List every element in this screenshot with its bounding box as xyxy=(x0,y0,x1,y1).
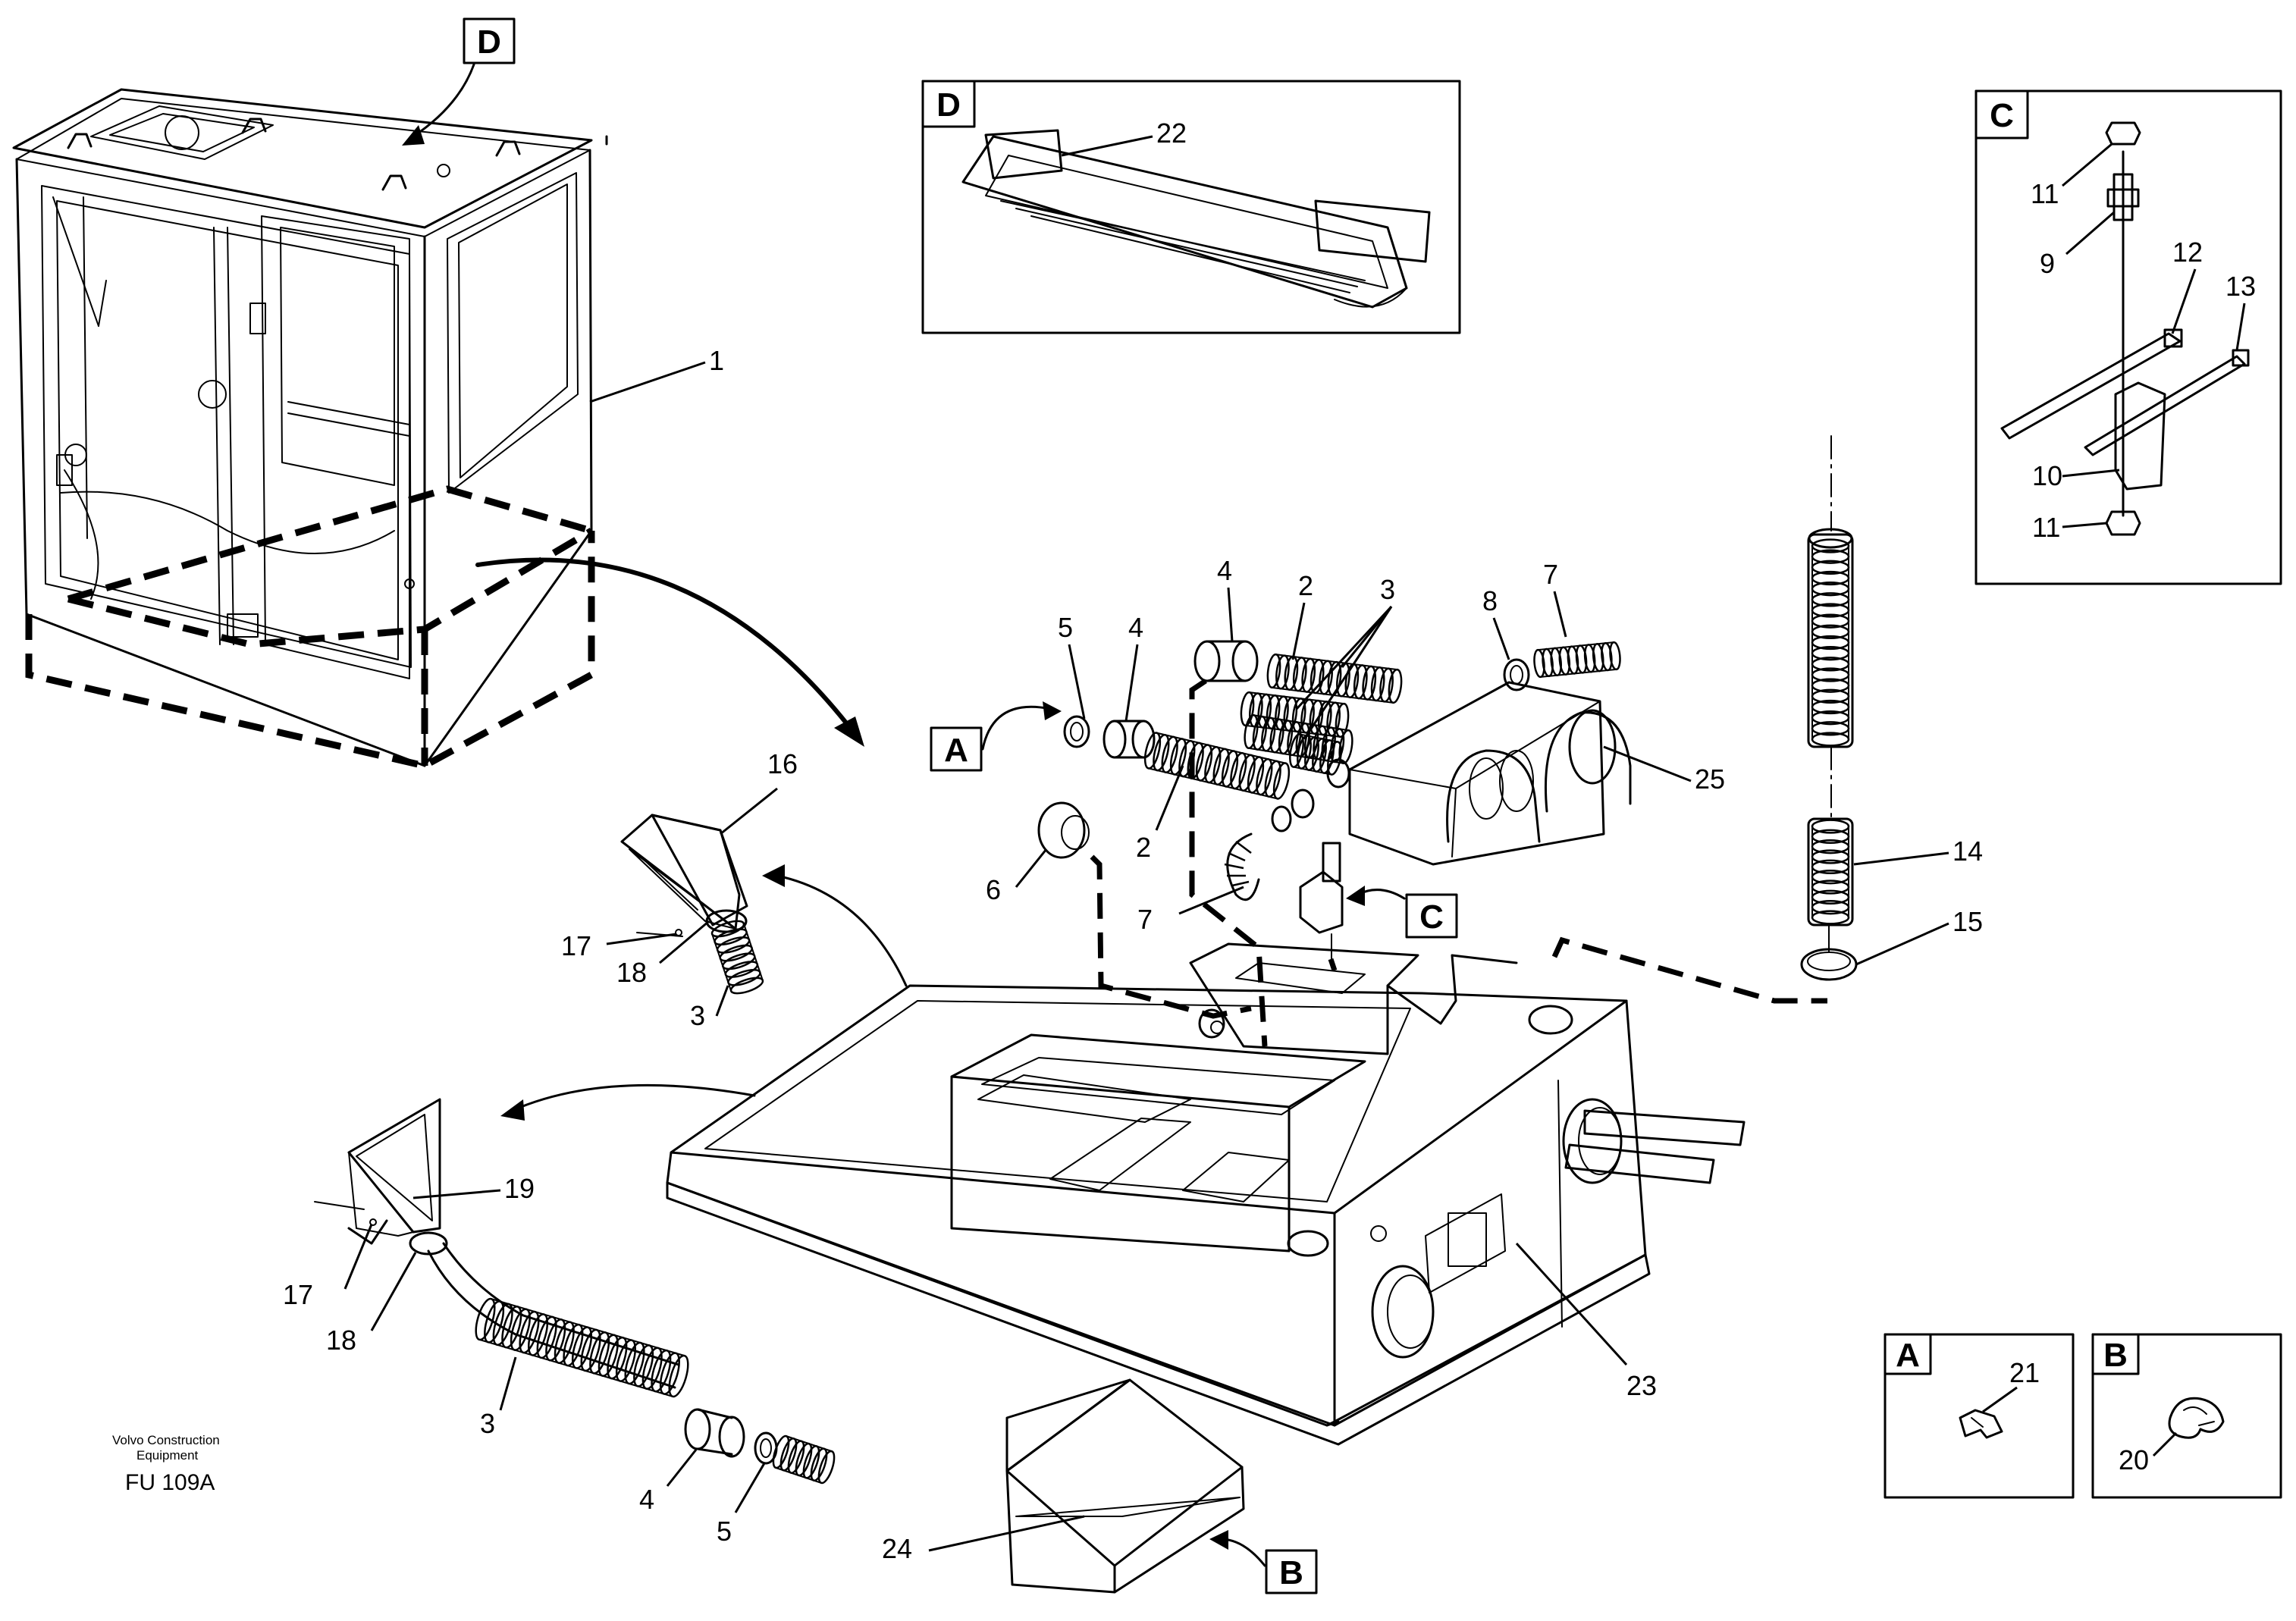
label-3-vent16: 3 xyxy=(690,1000,705,1031)
vent-19 xyxy=(314,1098,836,1485)
label-7-top: 7 xyxy=(1543,559,1558,590)
label-15: 15 xyxy=(1953,906,1983,937)
callout-d-arrow xyxy=(412,63,475,138)
cab-frame xyxy=(12,88,608,770)
inset-a: A xyxy=(1884,1333,2075,1499)
spring-hose xyxy=(1533,641,1621,679)
inset-b-label: B xyxy=(2103,1337,2128,1374)
label-24: 24 xyxy=(882,1533,912,1564)
label-5-top: 5 xyxy=(1058,612,1073,643)
callout-b-main: B xyxy=(1279,1554,1303,1591)
label-19: 19 xyxy=(504,1173,535,1204)
label-16: 16 xyxy=(767,748,798,779)
label-5-bottom: 5 xyxy=(717,1516,732,1547)
label-20: 20 xyxy=(2119,1444,2149,1475)
hose-cluster xyxy=(1063,640,1827,1047)
label-23: 23 xyxy=(1626,1370,1657,1401)
spring-hose xyxy=(710,920,764,995)
spring-hose xyxy=(475,1297,689,1398)
brand-line-2: Equipment xyxy=(136,1448,199,1463)
drawing-code: FU 109A xyxy=(125,1470,215,1495)
vent-16-arrow xyxy=(776,874,908,987)
label-3-top: 3 xyxy=(1380,574,1395,605)
callout-d-box xyxy=(463,17,516,64)
tray-24 xyxy=(1005,1378,1245,1594)
callout-d-cab: D xyxy=(477,24,501,61)
label-1: 1 xyxy=(709,345,724,376)
label-12: 12 xyxy=(2172,237,2203,268)
label-10: 10 xyxy=(2032,460,2062,491)
inset-c: C xyxy=(1974,89,2282,585)
heater-unit xyxy=(1348,681,1632,866)
label-4-top: 4 xyxy=(1217,555,1232,586)
callout-c-main: C xyxy=(1419,898,1444,936)
label-25: 25 xyxy=(1695,763,1725,795)
inset-d-label: D xyxy=(936,86,961,124)
label-2-mid: 2 xyxy=(1136,832,1151,863)
label-9: 9 xyxy=(2040,248,2055,279)
label-17-bottom: 17 xyxy=(283,1279,313,1310)
inset-b: B xyxy=(2091,1333,2282,1499)
label-21: 21 xyxy=(2009,1357,2040,1388)
label-2-top: 2 xyxy=(1298,570,1313,601)
label-18-bottom: 18 xyxy=(326,1325,356,1356)
spring-hose xyxy=(1143,732,1291,800)
label-4-bottom: 4 xyxy=(639,1484,654,1515)
label-11-top: 11 xyxy=(2031,178,2059,209)
inset-c-label: C xyxy=(1990,97,2014,134)
label-11-bottom: 11 xyxy=(2032,512,2060,543)
label-14: 14 xyxy=(1953,836,1983,867)
label-17-top: 17 xyxy=(561,930,591,961)
spring-hose xyxy=(1266,653,1403,704)
label-8: 8 xyxy=(1482,585,1498,616)
cab-to-unit-arrow xyxy=(475,557,855,734)
label-6: 6 xyxy=(986,874,1001,905)
callout-a-main: A xyxy=(944,732,968,769)
grommet-6 xyxy=(1037,801,1086,859)
label-22: 22 xyxy=(1156,118,1187,149)
vent-16 xyxy=(620,814,764,995)
spring-hose xyxy=(772,1434,836,1485)
inset-d: D xyxy=(921,80,1461,334)
cab-floor-unit xyxy=(666,942,1746,1446)
drain-hose-14 xyxy=(1800,435,1858,981)
vent-19-arrow xyxy=(510,1083,756,1112)
label-13: 13 xyxy=(2225,271,2256,302)
label-4-mid: 4 xyxy=(1128,612,1143,643)
label-18-top: 18 xyxy=(616,957,647,988)
spring-hose xyxy=(1811,819,1850,925)
label-3-vent19: 3 xyxy=(480,1408,495,1439)
inset-a-label: A xyxy=(1896,1337,1920,1374)
brand-line-1: Volvo Construction xyxy=(112,1433,220,1447)
label-7-mid: 7 xyxy=(1137,904,1153,935)
spring-hose xyxy=(1811,538,1850,747)
